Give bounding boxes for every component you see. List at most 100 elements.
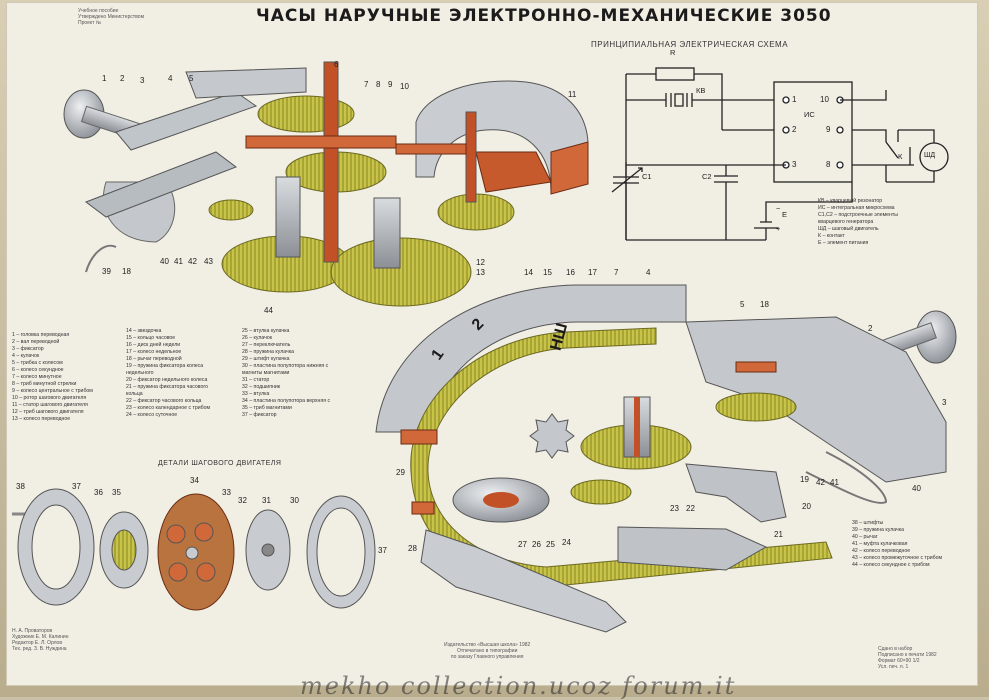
part-number: 4	[168, 74, 173, 83]
legend-line: 4 – кулачок	[12, 353, 40, 359]
legend-line: 38 – штифты	[852, 520, 884, 526]
capacitor-c2	[714, 165, 738, 240]
part-number: 5	[740, 300, 745, 309]
caption-line: Утверждено Министерством	[78, 14, 145, 20]
legend-line: 44 – колесо секундное с трибом	[852, 562, 930, 568]
section-band	[735, 361, 777, 373]
part-number: 19	[800, 475, 809, 484]
legend-line: 27 – переключатель	[242, 342, 291, 348]
part-number: 42	[188, 257, 197, 266]
stepper-title: ДЕТАЛИ ШАГОВОГО ДВИГАТЕЛЯ	[158, 460, 282, 467]
pin-label: 3	[792, 160, 797, 169]
part-number: 15	[543, 268, 552, 277]
schema-legend-line: К – контакт	[818, 233, 845, 239]
part-number: 44	[264, 306, 273, 315]
footer-line: Формат 60×90 1/2	[878, 658, 920, 664]
part-number: 39	[102, 267, 111, 276]
label-c1: С1	[642, 172, 652, 181]
footer-line: Н. А. Проваторов	[12, 628, 53, 634]
footer-line: по заказу Главного управления	[450, 654, 524, 660]
legend-column-1: 1 – головка переводная 2 – вал переводно…	[12, 332, 93, 423]
part-number: 28	[408, 544, 417, 553]
mechanism-bottom	[375, 284, 957, 633]
footer-line: Отпечатано в типографии	[456, 648, 518, 654]
footer-line: Усл. печ. л. 1	[878, 664, 909, 670]
legend-line: 19 – пружина фиксатора колеса	[126, 363, 204, 369]
contact-k	[885, 141, 899, 159]
pin	[782, 96, 790, 104]
legend-line: 18 – рычаг переводной	[126, 356, 182, 362]
part-number: 2	[868, 324, 873, 333]
pinion-35	[111, 529, 137, 571]
ic-box	[773, 81, 853, 183]
legend-line: 24 – колесо суточное	[126, 412, 178, 418]
pinion	[275, 176, 301, 258]
legend-line: 43 – колесо промежуточное с трибом	[852, 555, 943, 561]
rotor-shaft	[465, 111, 477, 203]
schema-legend-line: ШД – шаговый двигатель	[818, 226, 879, 232]
part-number: 7	[614, 268, 619, 277]
plate-37a-hole	[31, 504, 81, 590]
part-number: 20	[802, 502, 811, 511]
legend-line: кольца	[126, 391, 143, 397]
spring	[85, 244, 117, 273]
schema-wire	[852, 164, 910, 182]
part-number: 14	[524, 268, 533, 277]
resistor-r	[655, 67, 695, 81]
magnet	[196, 562, 216, 582]
part-number: 3	[942, 398, 947, 407]
part-number: 37	[72, 482, 81, 491]
schema-legend-line: кварцевого генератора	[818, 219, 874, 225]
part-number: 42	[816, 478, 825, 487]
stepper-parts	[12, 488, 376, 611]
calendar-wheel	[570, 479, 632, 505]
yoke	[115, 91, 258, 151]
part-number: 40	[912, 484, 921, 493]
setting-plate	[685, 316, 947, 483]
part-number: 18	[122, 267, 131, 276]
legend-line: 31 – статор	[242, 377, 270, 383]
ring-detent	[617, 526, 768, 571]
part-number: 26	[532, 540, 541, 549]
legend-line: 26 – кулачок	[242, 335, 272, 341]
part-number: 37	[378, 546, 387, 555]
footer-right: Сдано в набор Подписано к печати 1982 Фо…	[878, 646, 937, 670]
pin-label: 10	[820, 95, 829, 104]
center-shaft	[323, 61, 339, 263]
gear-wheel	[715, 392, 797, 422]
legend-line: 11 – статор шагового двигателя	[12, 402, 88, 408]
legend-line: магниты магнитами	[242, 370, 290, 376]
part-number: 43	[204, 257, 213, 266]
part-number: 6	[334, 60, 339, 69]
label-plus: +	[776, 224, 781, 233]
pin	[782, 126, 790, 134]
label-c2: С2	[702, 172, 712, 181]
lever	[420, 529, 627, 633]
legend-line: 17 – колесо недельное	[126, 349, 182, 355]
part-number: 23	[670, 504, 679, 513]
legend-line: 9 – колесо центральное с трибом	[12, 388, 93, 394]
plate-30-hole	[316, 507, 366, 597]
legend-line: 41 – муфта кулачковая	[852, 541, 908, 547]
legend-column-4: 38 – штифты 39 – пружина кулачка 40 – ры…	[852, 520, 942, 569]
star-wheel	[529, 413, 575, 459]
part-number: 25	[546, 540, 555, 549]
part-number: 24	[562, 538, 571, 547]
part-number: 34	[190, 476, 199, 485]
legend-line: 30 – пластина полупотора нижняя с	[242, 363, 329, 369]
part-number: 22	[686, 504, 695, 513]
section-band	[395, 143, 467, 155]
part-number: 29	[396, 468, 405, 477]
legend-line: 28 – пружина кулачка	[242, 349, 294, 355]
schema-wire	[886, 129, 935, 183]
caption-line: Проект №	[78, 20, 102, 26]
part-number: 3	[140, 76, 145, 85]
part-number: 41	[174, 257, 183, 266]
pinions	[275, 61, 477, 269]
diagram-canvas	[12, 61, 957, 633]
section-band	[411, 501, 435, 515]
legend-line: 39 – пружина кулачка	[852, 527, 904, 533]
section-band	[400, 429, 438, 445]
part-number: 30	[290, 496, 299, 505]
legend-line: 42 – колесо переводное	[852, 548, 911, 554]
